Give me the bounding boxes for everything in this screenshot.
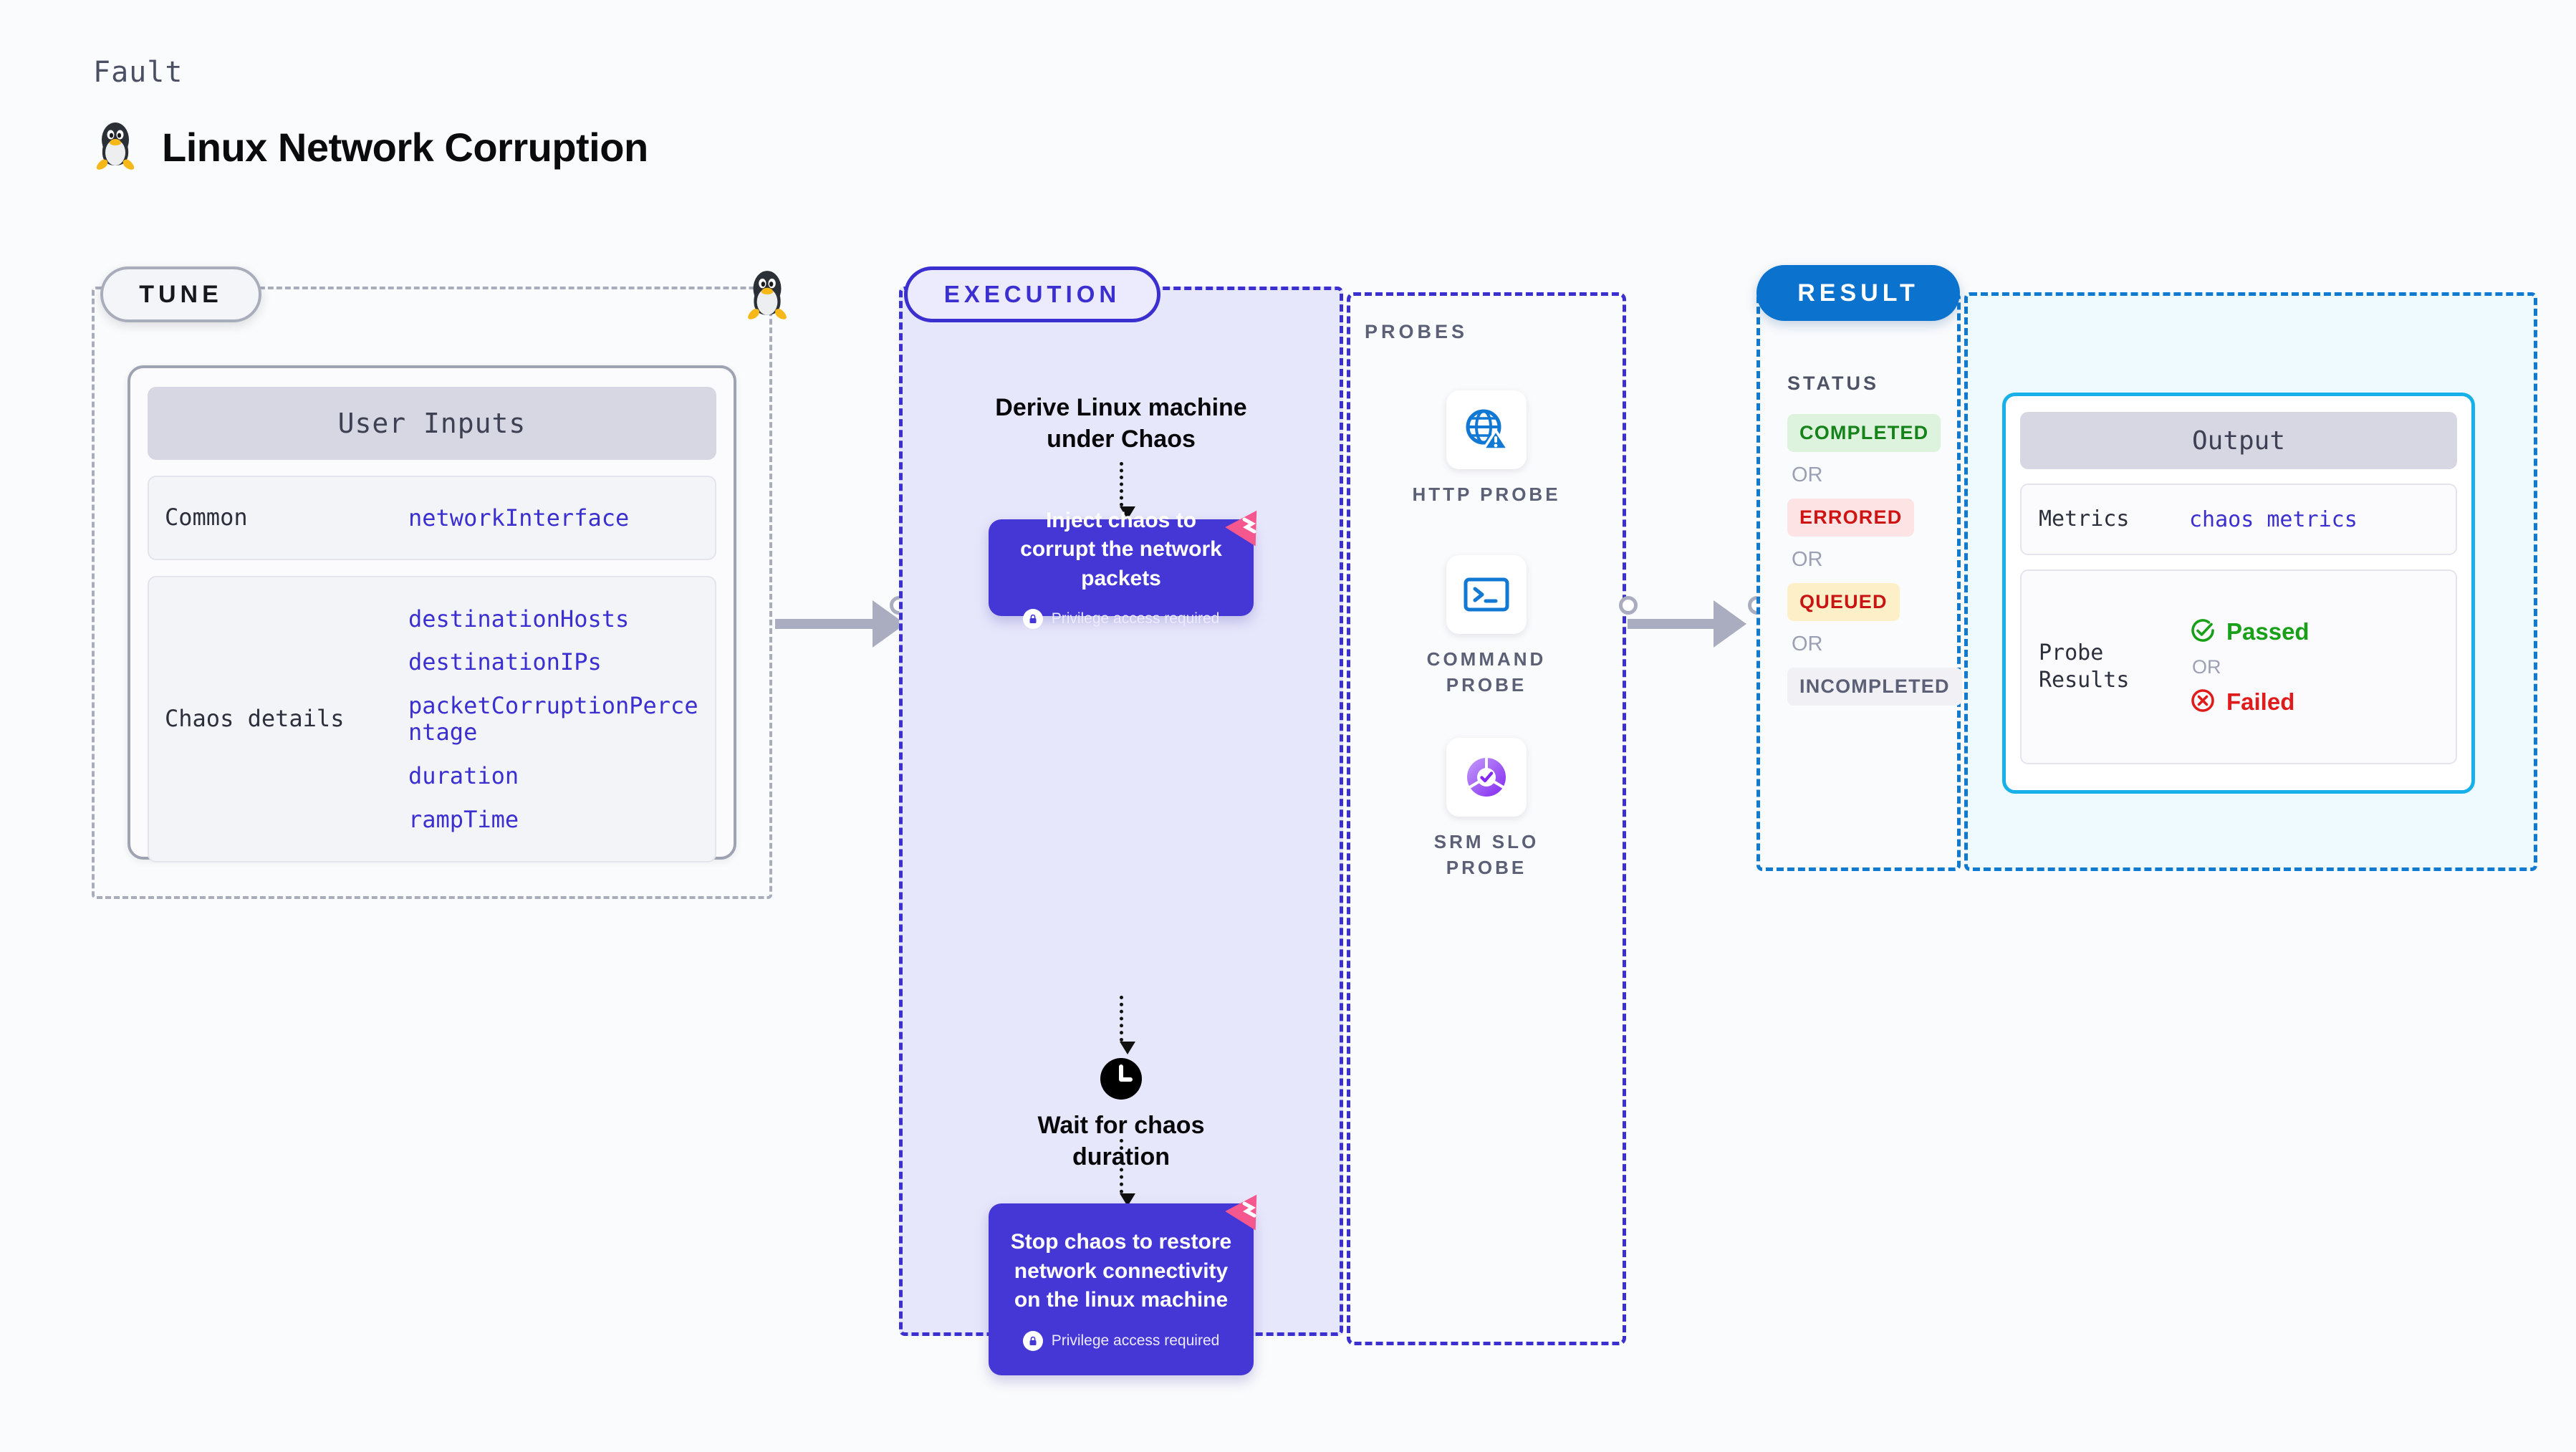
status-badge-errored: ERRORED — [1787, 499, 1915, 537]
privilege-note-text: Privilege access required — [1051, 610, 1220, 628]
tune-badge[interactable]: TUNE — [100, 266, 261, 322]
step-derive-linux-machine: Derive Linux machine under Chaos — [995, 394, 1247, 453]
chaos-node-title: Stop chaos to restore network connectivi… — [1010, 1230, 1232, 1312]
lock-icon — [1022, 1330, 1043, 1351]
probe-result-failed: Failed — [2189, 687, 2310, 718]
status-list: COMPLETED OR ERRORED OR QUEUED OR INCOMP… — [1787, 414, 1962, 706]
status-or-separator: OR — [1792, 548, 1823, 571]
result-badge[interactable]: RESULT — [1756, 265, 1960, 321]
chaos-node-title: Inject chaos to corrupt the network pack… — [1020, 508, 1222, 590]
probe-label: HTTP PROBE — [1412, 484, 1561, 505]
flow-arrow-down — [1120, 462, 1135, 519]
output-row-label: Probe Results — [2039, 640, 2130, 693]
probe-result-passed: Passed — [2189, 617, 2310, 648]
flow-arrow-down — [1120, 996, 1135, 1054]
output-metrics-value[interactable]: chaos metrics — [2189, 506, 2358, 532]
status-badge-incompleted: INCOMPLETED — [1787, 668, 1962, 706]
probes-section-label: PROBES — [1365, 321, 1469, 342]
execution-flow: Derive Linux machine under Chaos Inject … — [899, 287, 1343, 1375]
privilege-note-text: Privilege access required — [1051, 1332, 1220, 1349]
input-row-values: destinationHosts destinationIPs packetCo… — [408, 605, 699, 833]
output-row-probe-results: Probe Results Passed OR — [2020, 569, 2457, 764]
output-card: Output Metrics chaos metrics Probe Resul… — [2002, 393, 2475, 794]
litmus-chaos-icon — [1225, 1188, 1269, 1232]
flow-arrow-down — [1120, 1139, 1135, 1206]
linux-penguin-icon — [93, 118, 138, 176]
user-inputs-card: User Inputs Common networkInterface Chao… — [128, 365, 736, 862]
privilege-note: Privilege access required — [1022, 1330, 1220, 1351]
status-section-label: STATUS — [1787, 372, 1879, 394]
status-or-separator: OR — [1792, 463, 1823, 486]
clock-icon — [1099, 1057, 1143, 1101]
check-circle-icon — [2189, 617, 2216, 648]
lock-icon — [1022, 609, 1043, 630]
probe-results-values: Passed OR Failed — [2189, 617, 2310, 718]
connector-shaft — [775, 619, 874, 629]
probe-result-text: Passed — [2226, 618, 2310, 645]
input-row-chaos-details: Chaos details destinationHosts destinati… — [148, 576, 716, 862]
connector-arrowhead — [1714, 600, 1746, 648]
input-value[interactable]: packetCorruptionPercentage — [408, 692, 698, 746]
output-row-label: Metrics — [2039, 506, 2130, 532]
output-row-metrics: Metrics chaos metrics — [2020, 484, 2457, 555]
privilege-note: Privilege access required — [1022, 609, 1220, 630]
probe-label: COMMAND PROBE — [1426, 648, 1547, 696]
terminal-icon — [1446, 555, 1527, 634]
litmus-chaos-icon — [1225, 504, 1269, 548]
input-value[interactable]: duration — [408, 761, 519, 789]
status-or-separator: OR — [1792, 633, 1823, 655]
page-title-row: Linux Network Corruption — [93, 118, 648, 176]
execution-badge[interactable]: EXECUTION — [904, 266, 1160, 322]
globe-warning-icon — [1446, 390, 1527, 469]
output-card-header: Output — [2020, 412, 2457, 469]
page-title: Linux Network Corruption — [162, 125, 648, 170]
connector-probes-to-result — [1628, 600, 1746, 648]
probe-item-command[interactable]: COMMAND PROBE — [1347, 555, 1626, 698]
input-value[interactable]: destinationIPs — [408, 648, 602, 676]
linux-penguin-icon — [741, 266, 793, 322]
input-row-label: Chaos details — [165, 705, 345, 733]
probe-item-http[interactable]: HTTP PROBE — [1347, 390, 1626, 508]
x-circle-icon — [2189, 687, 2216, 718]
input-row-label: Common — [165, 504, 248, 532]
input-value[interactable]: rampTime — [408, 805, 519, 833]
status-badge-queued: QUEUED — [1787, 583, 1900, 621]
probe-item-srm-slo[interactable]: SRM SLO PROBE — [1347, 738, 1626, 881]
connector-shaft — [1628, 619, 1715, 629]
step-inject-chaos-node[interactable]: Inject chaos to corrupt the network pack… — [989, 509, 1257, 630]
input-value[interactable]: destinationHosts — [408, 605, 630, 633]
input-row-common: Common networkInterface — [148, 476, 716, 560]
probe-or-separator: OR — [2192, 655, 2221, 678]
input-row-values: networkInterface — [408, 504, 699, 532]
fault-kicker-label: Fault — [93, 56, 183, 89]
connector-tune-to-execution — [775, 600, 905, 648]
user-inputs-header: User Inputs — [148, 387, 716, 460]
slo-donut-check-icon — [1446, 738, 1527, 817]
tune-panel — [92, 287, 772, 899]
status-badge-completed: COMPLETED — [1787, 414, 1941, 452]
probe-result-text: Failed — [2226, 688, 2295, 715]
step-stop-chaos-node[interactable]: Stop chaos to restore network connectivi… — [989, 1194, 1257, 1375]
connector-endpoint-dot — [1619, 596, 1638, 615]
probe-label: SRM SLO PROBE — [1433, 831, 1539, 878]
input-value[interactable]: networkInterface — [408, 504, 630, 532]
